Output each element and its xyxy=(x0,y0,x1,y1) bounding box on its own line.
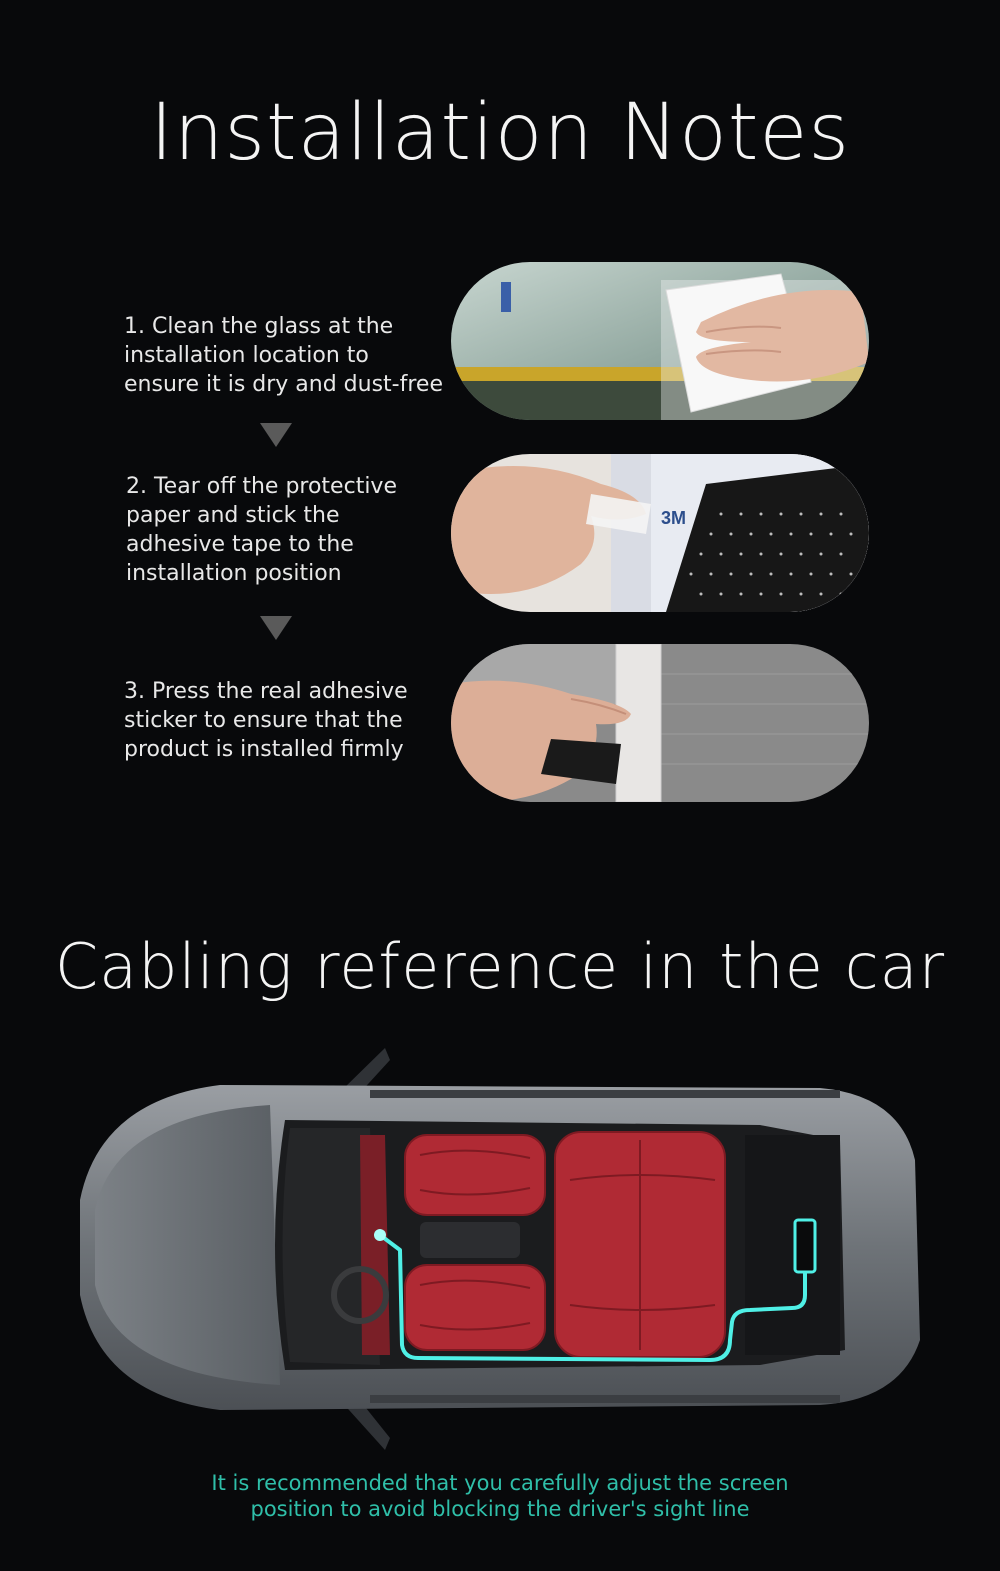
press-sticker-photo xyxy=(451,644,869,802)
peel-tape-photo: 3M xyxy=(451,454,869,612)
cabling-route xyxy=(378,1233,807,1362)
step-2-text: 2. Tear off the protective paper and sti… xyxy=(126,472,446,588)
front-seat-left xyxy=(404,1134,546,1216)
step-3-line-1: 3. Press the real adhesive xyxy=(124,679,408,704)
cabling-note-line-1: It is recommended that you carefully adj… xyxy=(211,1471,789,1495)
left-mirror xyxy=(340,1048,390,1095)
front-seat-right xyxy=(404,1264,546,1351)
step-1-line-2: installation location to xyxy=(124,343,369,368)
tape-brand-label: 3M xyxy=(661,508,686,528)
step-1-text: 1. Clean the glass at the installation l… xyxy=(124,312,444,399)
step-1-line-1: 1. Clean the glass at the xyxy=(124,314,394,339)
step-1-line-3: ensure it is dry and dust-free xyxy=(124,372,443,397)
power-device xyxy=(793,1218,817,1274)
step-3-text: 3. Press the real adhesive sticker to en… xyxy=(124,677,444,764)
step-2-line-3: adhesive tape to the xyxy=(126,532,354,557)
step-3-line-2: sticker to ensure that the xyxy=(124,708,403,733)
wiping-glass-photo xyxy=(451,262,869,420)
cabling-note: It is recommended that you carefully adj… xyxy=(0,1470,1000,1522)
step-2-line-4: installation position xyxy=(126,561,342,586)
cabling-title: Cabling reference in the car xyxy=(54,930,946,1003)
cable-start-icon xyxy=(374,1229,386,1241)
car-top-view xyxy=(40,1040,960,1460)
down-arrow-icon xyxy=(260,616,292,640)
step-3-line-3: product is installed firmly xyxy=(124,737,404,762)
installation-title: Installation Notes xyxy=(149,88,851,178)
cabling-note-line-2: position to avoid blocking the driver's … xyxy=(250,1497,750,1521)
step-2-line-1: 2. Tear off the protective xyxy=(126,474,397,499)
step-2-line-2: paper and stick the xyxy=(126,503,340,528)
right-mirror xyxy=(340,1398,390,1450)
car-hood xyxy=(95,1105,280,1385)
down-arrow-icon xyxy=(260,423,292,447)
